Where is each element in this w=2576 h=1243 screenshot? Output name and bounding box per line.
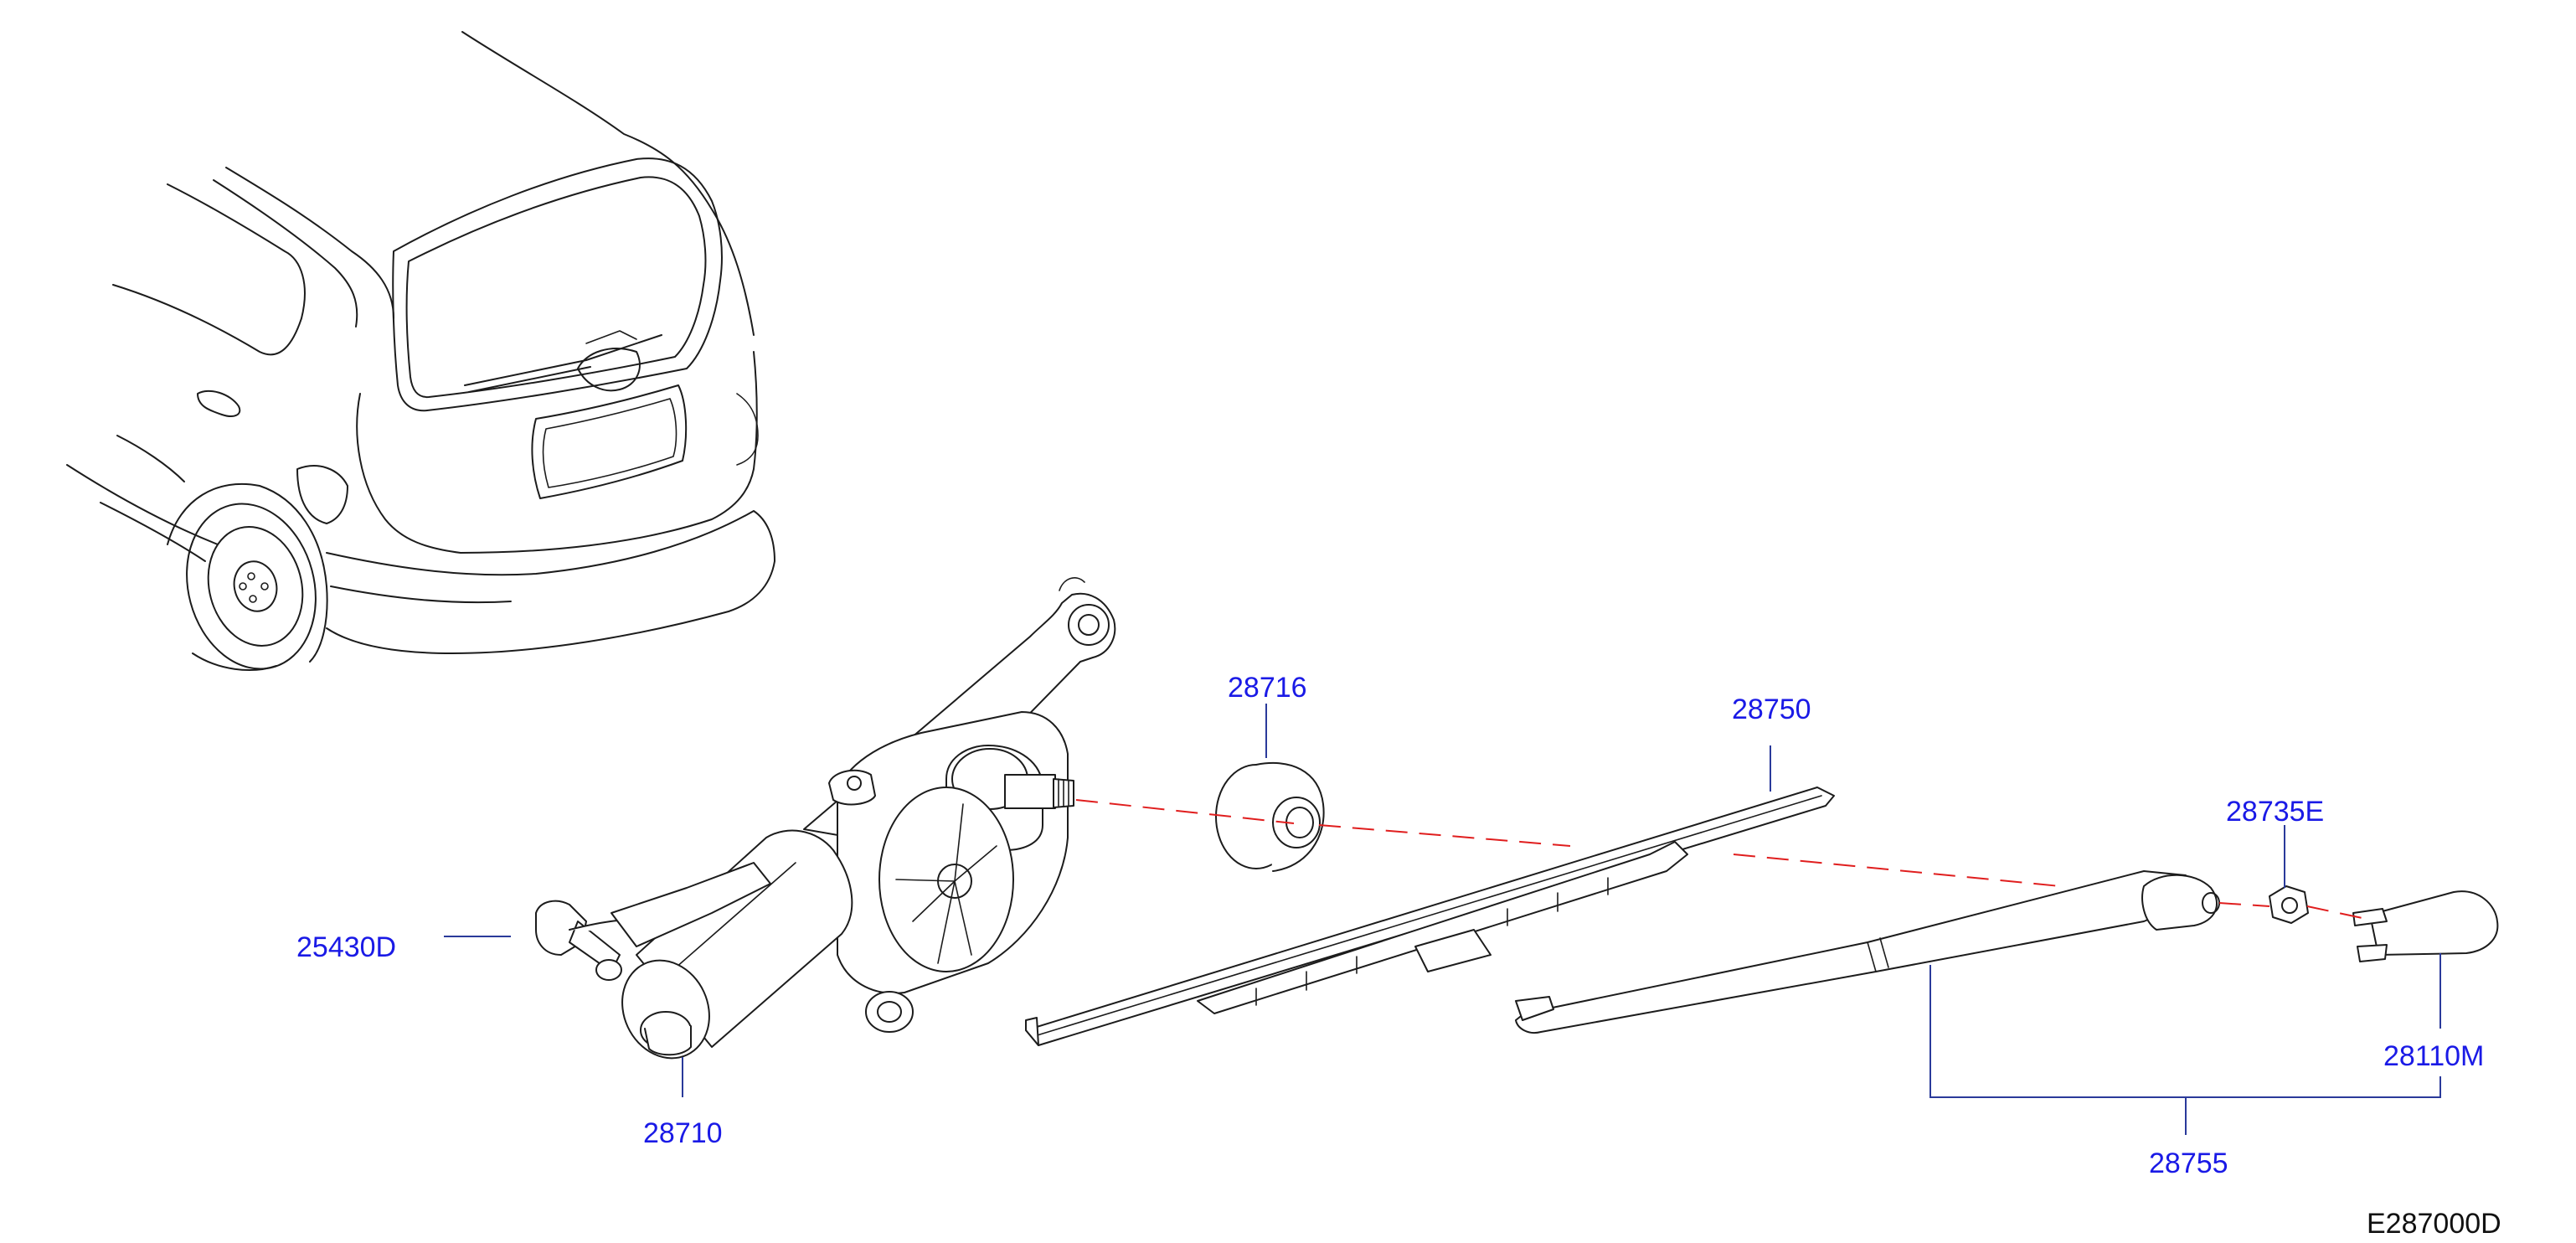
- part-label-28716: 28716: [1228, 672, 1307, 704]
- assembly-centerlines: [1075, 799, 2371, 921]
- centerline-cap-to-blade: [1318, 824, 1571, 847]
- leader-lines: [444, 704, 2441, 1135]
- part-label-25430D: 25430D: [296, 931, 396, 963]
- centerline-nut-to-cover: [2306, 905, 2371, 921]
- part-label-28735E: 28735E: [2226, 796, 2324, 828]
- centerline-arm-to-nut: [2218, 902, 2270, 907]
- wiper-blade: [1025, 787, 1835, 1046]
- arm-cover-cap: [2352, 890, 2499, 962]
- centerline-shaft-to-cap: [1075, 799, 1295, 824]
- pivot-cap: [1215, 761, 1325, 872]
- part-label-28710: 28710: [643, 1117, 723, 1149]
- part-label-28110M: 28110M: [2383, 1040, 2484, 1072]
- wiper-motor-assembly: [535, 577, 1116, 1060]
- part-label-28750: 28750: [1732, 694, 1811, 725]
- part-labels: 28716 28750 28735E 25430D 28110M 28710 2…: [296, 672, 2501, 1240]
- arm-nut: [2269, 885, 2309, 924]
- part-label-28755: 28755: [2149, 1148, 2228, 1179]
- centerline-blade-to-arm: [1733, 854, 2061, 887]
- leader-28755-bracket: [1929, 965, 2441, 1135]
- wiper-arm: [1515, 870, 2220, 1034]
- vehicle-rear-illustration: [66, 31, 775, 671]
- diagram-reference-code: E287000D: [2367, 1208, 2501, 1240]
